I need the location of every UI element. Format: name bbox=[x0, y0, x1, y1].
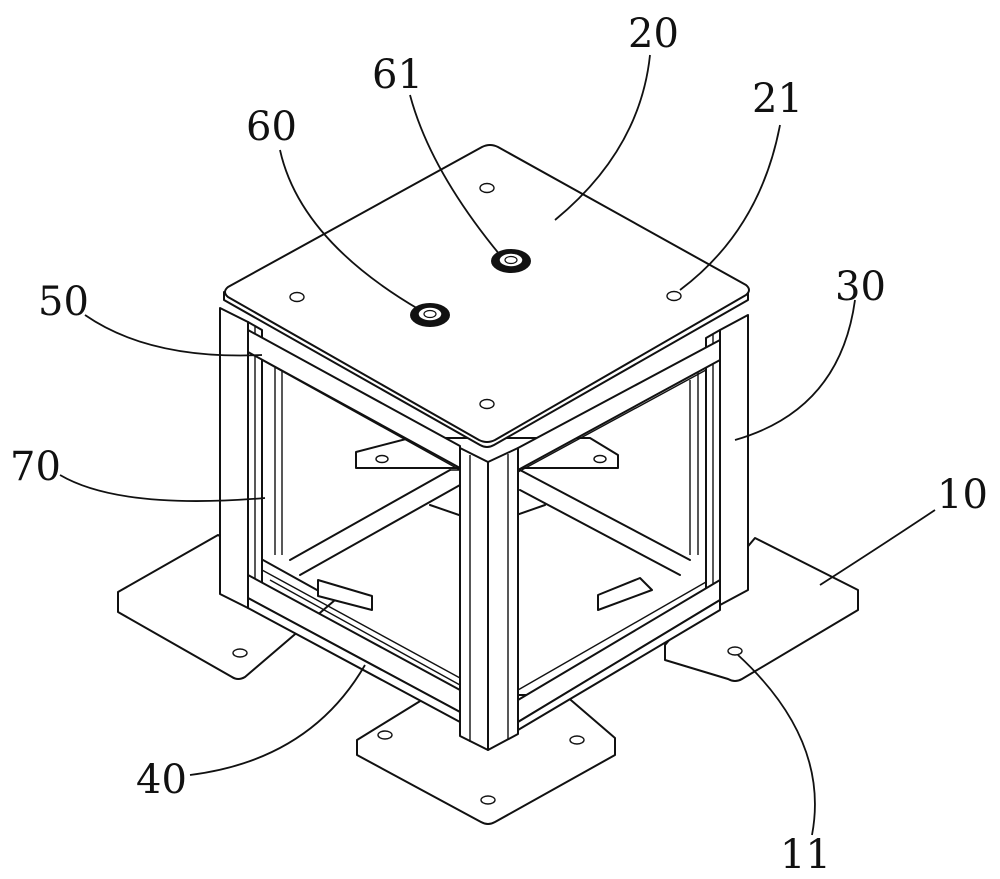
foot-hole-left bbox=[232, 648, 248, 658]
frame-right bbox=[517, 314, 749, 731]
leader-21 bbox=[679, 124, 781, 291]
foot-front bbox=[356, 694, 616, 825]
top-plate-20 bbox=[223, 144, 750, 448]
leader-lines bbox=[59, 54, 936, 836]
top-surface bbox=[224, 144, 750, 443]
foot-hole-front-right bbox=[569, 735, 585, 745]
top-hole-front bbox=[479, 398, 495, 410]
foot-left bbox=[117, 534, 336, 680]
reference-labels: 20 61 21 60 50 30 70 10 40 11 bbox=[10, 11, 988, 878]
leader-11 bbox=[737, 654, 816, 836]
label-21: 21 bbox=[752, 76, 803, 122]
label-61: 61 bbox=[372, 52, 423, 98]
leader-60 bbox=[279, 149, 421, 311]
frame-left bbox=[219, 307, 461, 723]
label-70: 70 bbox=[10, 444, 61, 490]
label-50: 50 bbox=[38, 279, 89, 325]
leader-20 bbox=[554, 54, 651, 221]
bushing-61 bbox=[491, 249, 531, 273]
label-30: 30 bbox=[835, 264, 886, 310]
mounting-hole-11 bbox=[727, 646, 743, 656]
leader-30 bbox=[734, 299, 856, 441]
front-column bbox=[459, 447, 519, 751]
leader-10 bbox=[819, 509, 936, 586]
leader-50 bbox=[84, 314, 263, 357]
top-hole-back bbox=[479, 182, 495, 194]
column-30 bbox=[719, 314, 749, 606]
label-20: 20 bbox=[628, 11, 679, 57]
leader-40 bbox=[189, 664, 366, 776]
label-40: 40 bbox=[136, 757, 187, 803]
label-11: 11 bbox=[780, 832, 831, 878]
mounting-hole-21 bbox=[666, 290, 682, 302]
foot-hole-front-bottom bbox=[480, 795, 496, 805]
leader-61 bbox=[409, 94, 501, 256]
leader-70 bbox=[59, 474, 266, 502]
label-10: 10 bbox=[937, 472, 988, 518]
column-70 bbox=[219, 307, 249, 609]
top-hole-left bbox=[289, 291, 305, 303]
inner-frame bbox=[274, 365, 699, 611]
foot-hole-front-left bbox=[377, 730, 393, 740]
label-60: 60 bbox=[246, 104, 297, 150]
